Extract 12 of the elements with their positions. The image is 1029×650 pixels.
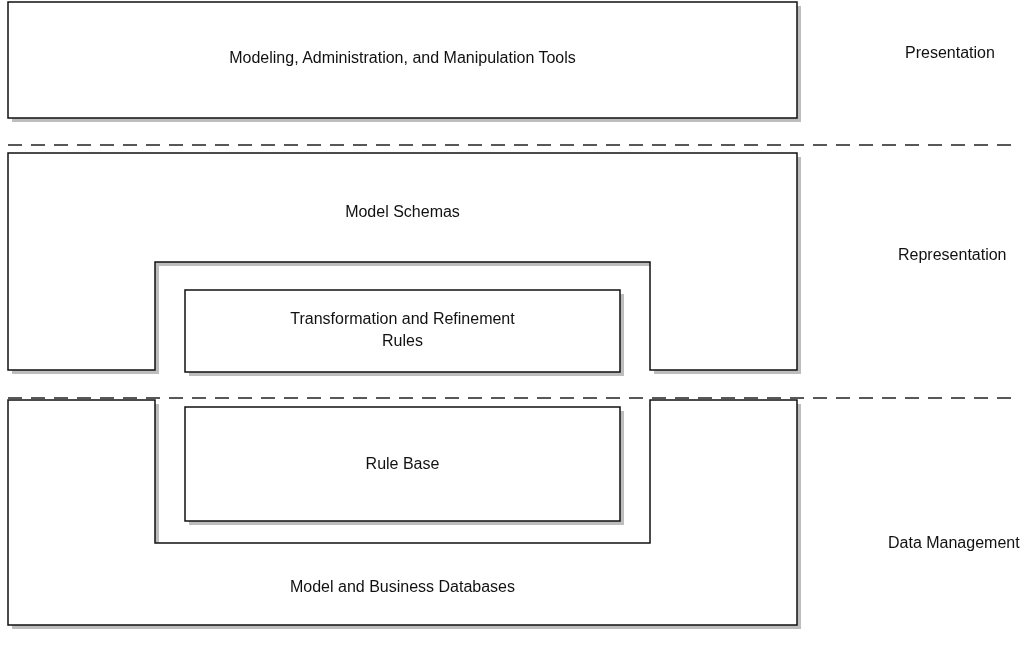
tool-box [8, 2, 801, 122]
layer-label: Data Management [888, 534, 1020, 552]
box-label: Model and Business Databases [289, 577, 516, 597]
box-label: Rule Base [364, 454, 441, 474]
layer-label: Representation [898, 246, 1007, 264]
box-label: Model Schemas [344, 202, 461, 222]
layer-label: Presentation [905, 44, 995, 62]
box-label: Modeling, Administration, and Manipulation Tools [228, 48, 577, 68]
rule-base-box [185, 407, 625, 525]
rule-box [185, 290, 625, 376]
inverted-u-box [8, 400, 801, 629]
box-label: Transformation and Refinement Rules [289, 309, 516, 351]
